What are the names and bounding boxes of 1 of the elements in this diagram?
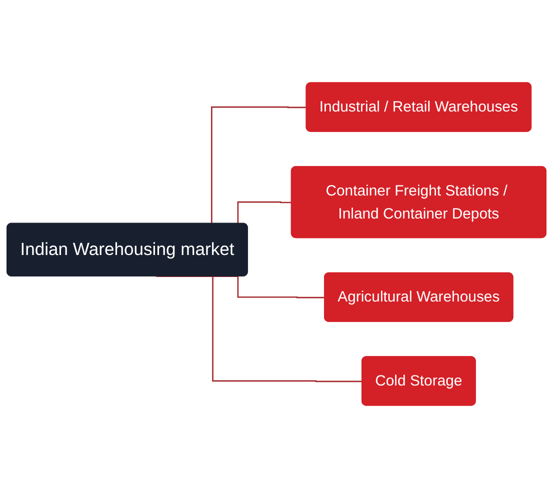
connector xyxy=(156,276,362,382)
